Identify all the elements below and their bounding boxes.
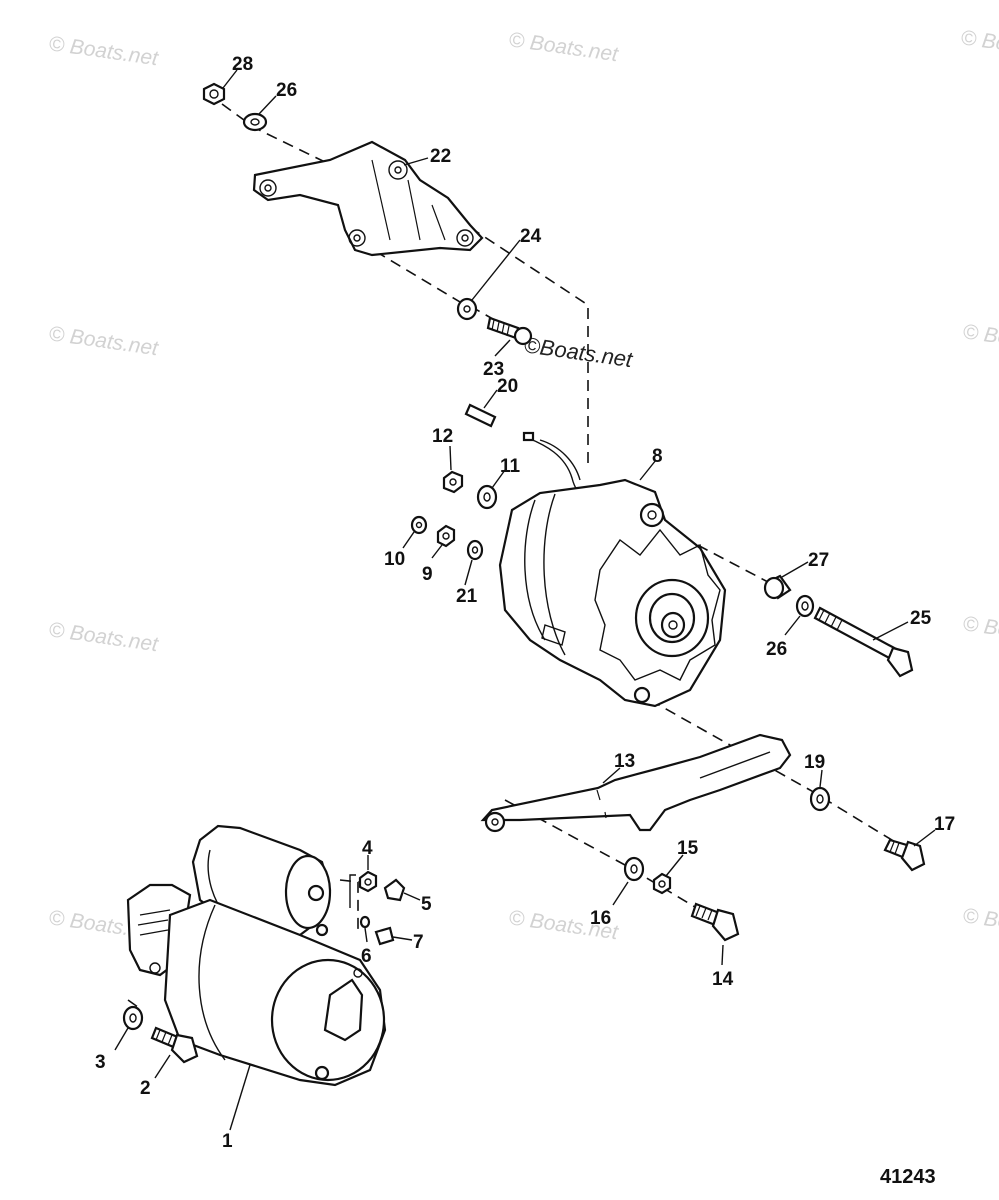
washer-3 [122, 1005, 144, 1031]
washer-26-top [242, 112, 268, 132]
callout-15: 15 [677, 838, 699, 859]
callout-22: 22 [430, 146, 451, 167]
callout-21: 21 [456, 586, 478, 607]
callout-10: 10 [384, 549, 405, 570]
figure-number: 41243 [880, 1166, 936, 1188]
callout-14: 14 [712, 969, 734, 990]
callout-3: 3 [95, 1052, 106, 1073]
watermark-text: © Boats.net [47, 618, 160, 656]
callout-17: 17 [934, 814, 955, 835]
bolt-25 [813, 606, 914, 678]
watermark-text: © Boats.net [47, 32, 160, 70]
terminal-5 [383, 878, 406, 902]
bolt-17 [883, 838, 926, 872]
terminal-7 [374, 926, 395, 946]
washer-21 [466, 539, 484, 561]
watermark-text: © Boats.net [961, 320, 999, 358]
watermark-text: © Boats.net [47, 322, 160, 360]
callout-27: 27 [808, 550, 829, 571]
nut-12 [442, 470, 464, 494]
watermark-text: © Boats.net [961, 612, 999, 650]
nut-9 [436, 524, 456, 548]
callout-16: 16 [590, 908, 611, 929]
callout-26b: 26 [766, 639, 787, 660]
callout-1: 1 [222, 1131, 233, 1152]
callout-19: 19 [804, 752, 825, 773]
nut-24 [456, 297, 478, 321]
callout-4: 4 [362, 838, 373, 859]
starter-motor-1 [126, 824, 387, 1087]
nut-4 [358, 870, 378, 893]
alternator-8 [498, 431, 727, 708]
spacer-27 [763, 574, 792, 600]
nut-6 [359, 915, 371, 929]
bracket-13 [480, 733, 792, 833]
callout-20: 20 [497, 376, 518, 397]
center-watermark: ©Boats.net [522, 332, 634, 372]
washer-19 [809, 786, 831, 812]
washer-16 [623, 856, 645, 882]
watermark-text: © Boats.net [507, 28, 620, 66]
stud-23 [486, 316, 533, 346]
bolt-2 [150, 1026, 199, 1064]
callout-11: 11 [500, 456, 521, 477]
callout-8: 8 [652, 446, 663, 467]
callout-6: 6 [361, 946, 372, 967]
callout-7: 7 [413, 932, 424, 953]
callout-25: 25 [910, 608, 932, 629]
nut-10 [410, 515, 428, 535]
callout-5: 5 [421, 894, 432, 915]
callout-9: 9 [422, 564, 433, 585]
nut-28 [202, 82, 226, 106]
bracket-22 [252, 140, 484, 257]
watermark-text: © Boats.net [959, 26, 999, 64]
callout-28: 28 [232, 54, 253, 75]
callout-13: 13 [614, 751, 635, 772]
callout-2: 2 [140, 1078, 151, 1099]
watermark-text: © Boats.net [961, 904, 999, 942]
pin-20 [464, 403, 497, 428]
nut-15 [652, 872, 672, 895]
callout-26: 26 [276, 80, 297, 101]
bolt-14 [690, 902, 740, 942]
callout-23: 23 [483, 359, 504, 380]
leader-lines [114, 69, 936, 1131]
callout-24: 24 [520, 226, 542, 247]
washer-11 [476, 484, 498, 510]
callout-labels: 28 26 22 24 23 20 12 11 8 10 9 21 27 25 … [95, 54, 955, 1152]
washer-26-mid [795, 594, 815, 618]
callout-12: 12 [432, 426, 453, 447]
